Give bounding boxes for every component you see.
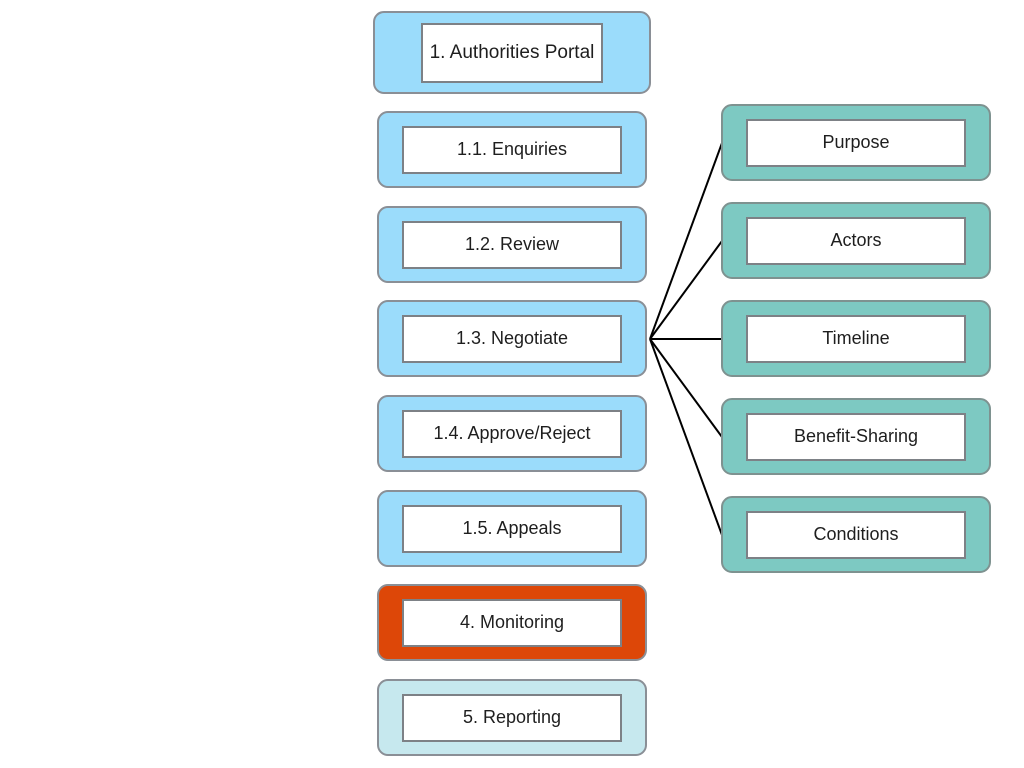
- node-label: 4. Monitoring: [402, 598, 622, 647]
- node-conditions: Conditions: [721, 496, 991, 573]
- node-authorities-portal: 1. Authorities Portal: [373, 11, 651, 94]
- node-approve-reject: 1.4. Approve/Reject: [377, 395, 647, 472]
- edge-negotiate-benefit-sharing: [649, 338, 723, 438]
- node-review: 1.2. Review: [377, 206, 647, 283]
- node-enquiries: 1.1. Enquiries: [377, 111, 647, 188]
- node-label: 1.5. Appeals: [402, 504, 622, 553]
- edge-negotiate-actors: [649, 240, 723, 340]
- node-label: 1.1. Enquiries: [402, 125, 622, 174]
- node-label: Timeline: [746, 314, 966, 363]
- node-reporting: 5. Reporting: [377, 679, 647, 756]
- node-timeline: Timeline: [721, 300, 991, 377]
- edge-negotiate-purpose: [649, 142, 723, 340]
- node-label: Actors: [746, 216, 966, 265]
- node-label: 1.3. Negotiate: [402, 314, 622, 363]
- node-appeals: 1.5. Appeals: [377, 490, 647, 567]
- node-benefit-sharing: Benefit-Sharing: [721, 398, 991, 475]
- node-monitoring: 4. Monitoring: [377, 584, 647, 661]
- node-label: 5. Reporting: [402, 693, 622, 742]
- node-label: Benefit-Sharing: [746, 412, 966, 461]
- node-negotiate: 1.3. Negotiate: [377, 300, 647, 377]
- node-label: 1.2. Review: [402, 220, 622, 269]
- node-label: Purpose: [746, 118, 966, 167]
- edge-negotiate-conditions: [649, 338, 723, 536]
- node-label: 1.4. Approve/Reject: [402, 409, 622, 458]
- node-purpose: Purpose: [721, 104, 991, 181]
- node-label: Conditions: [746, 510, 966, 559]
- node-label: 1. Authorities Portal: [421, 22, 603, 83]
- node-actors: Actors: [721, 202, 991, 279]
